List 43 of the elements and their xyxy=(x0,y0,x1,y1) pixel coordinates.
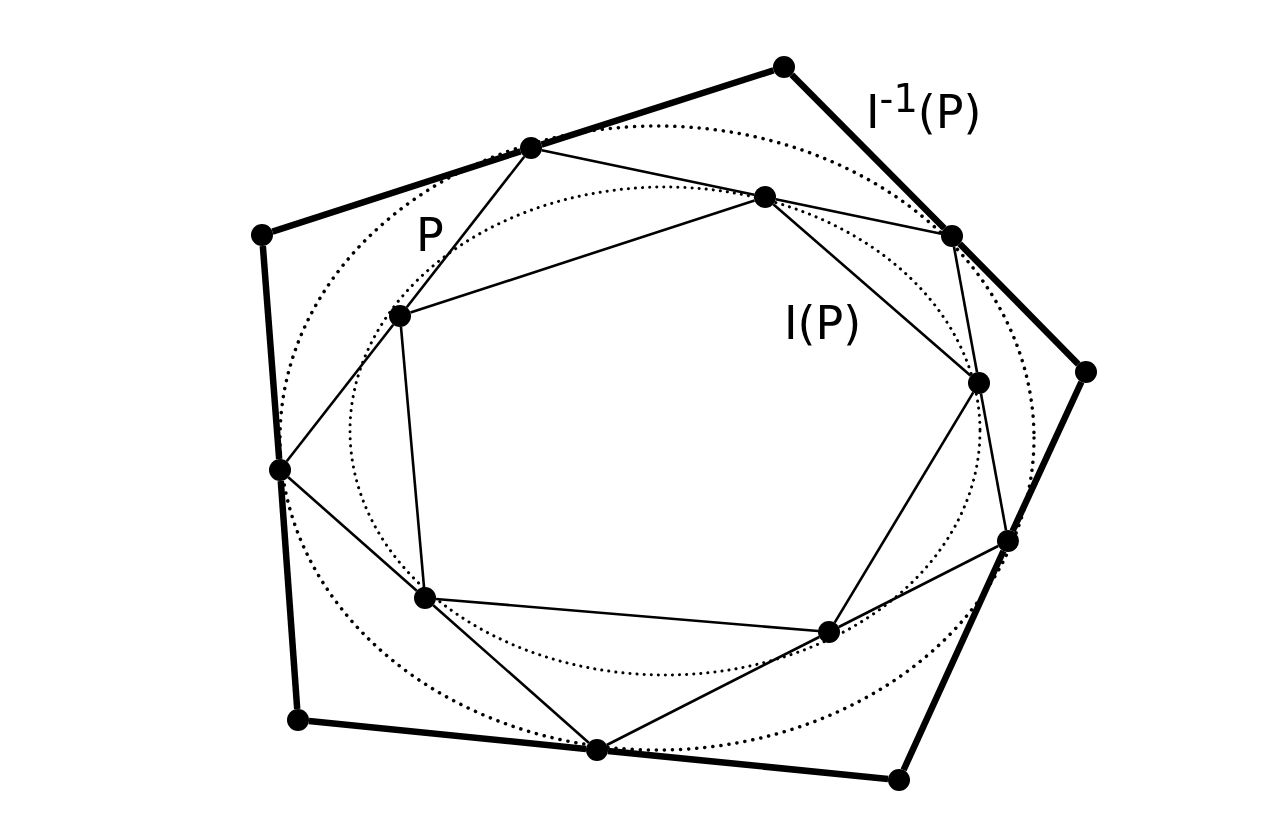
polygon-label: I(P) xyxy=(784,300,862,346)
vertex-dot xyxy=(888,769,910,791)
line-segment xyxy=(606,635,820,747)
vertex-dot xyxy=(1075,361,1097,383)
vertex-dot xyxy=(414,587,436,609)
line-segment xyxy=(1009,380,1085,533)
line-segment xyxy=(405,155,526,309)
line-segment xyxy=(838,544,999,629)
line-segment xyxy=(399,326,426,588)
polygon-label: P xyxy=(416,212,444,258)
line-segment xyxy=(789,72,947,231)
line-segment xyxy=(277,480,301,710)
line-segment xyxy=(833,391,975,624)
vertex-dot xyxy=(520,137,542,159)
line-segment xyxy=(607,747,889,783)
line-segment xyxy=(772,203,972,377)
vertex-dot xyxy=(269,459,291,481)
line-segment xyxy=(410,199,755,314)
vertex-dot xyxy=(941,225,963,247)
line-segment xyxy=(435,597,819,633)
line-segment xyxy=(900,549,1007,772)
line-segment xyxy=(285,323,395,463)
vertex-dot xyxy=(818,621,840,643)
vertex-dot xyxy=(389,305,411,327)
vertex-dot xyxy=(251,224,273,246)
line-segment xyxy=(775,197,942,236)
vertex-dot xyxy=(997,530,1019,552)
line-segment xyxy=(952,246,979,373)
line-segment xyxy=(271,148,522,235)
vertex-dot xyxy=(586,739,608,761)
line-segment xyxy=(432,604,590,744)
line-segment xyxy=(259,245,283,460)
vertex-dot xyxy=(968,372,990,394)
vertex-dot xyxy=(754,186,776,208)
line-segment xyxy=(979,393,1008,531)
line-segment xyxy=(540,67,775,148)
line-segment xyxy=(308,717,587,753)
line-segment xyxy=(287,476,418,592)
line-segment xyxy=(541,148,755,197)
vertex-dot xyxy=(773,56,795,78)
polygon-label: I$^{-1}$(P) xyxy=(866,80,982,136)
line-segment xyxy=(957,241,1081,367)
vertex-dot xyxy=(287,709,309,731)
